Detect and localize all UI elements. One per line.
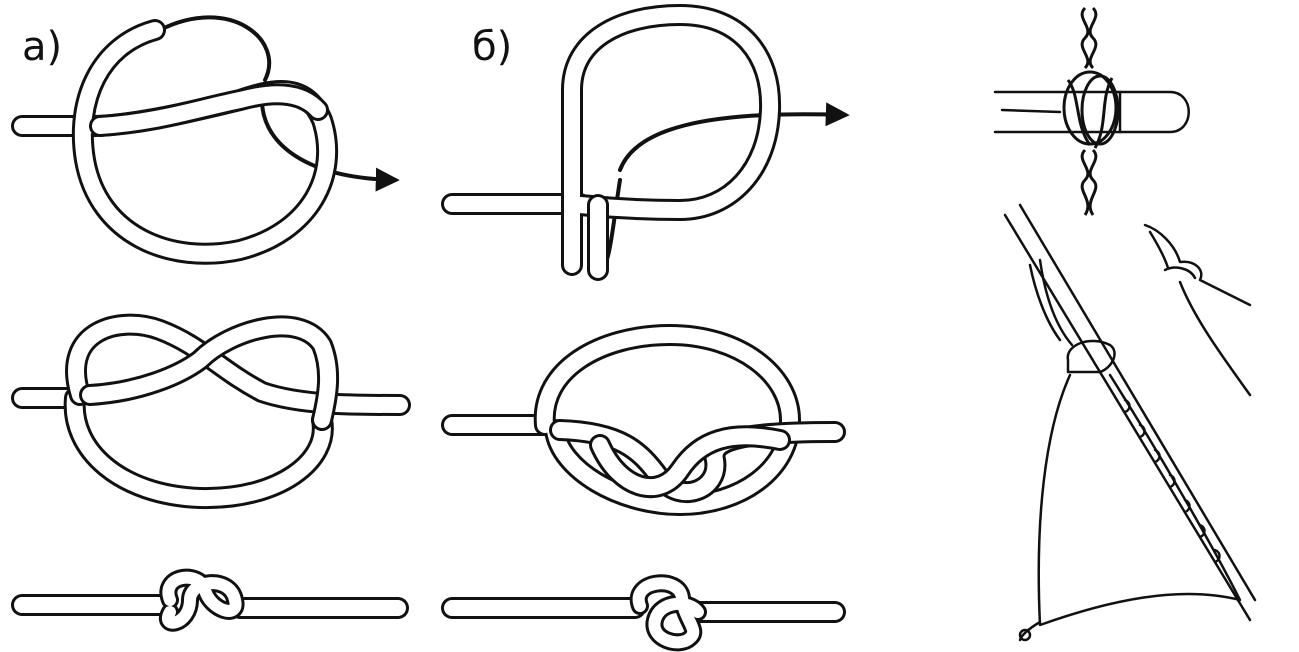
knot-b-step-2: [441, 324, 846, 516]
working-end-arrow-b: [618, 102, 850, 172]
twisted-rope: [1062, 6, 1120, 216]
knot-b-step-1: [441, 4, 850, 281]
knot-a-step-1: [11, 15, 400, 265]
sail-illustration: [1003, 203, 1257, 642]
label-variant-b: б): [472, 24, 512, 70]
working-end-path: [158, 15, 272, 82]
knot-b-step-3: [441, 574, 846, 652]
knot-a-step-3: [11, 568, 409, 632]
spar-with-rope: [993, 6, 1190, 216]
working-end-arrow: [260, 98, 400, 192]
hand-illustration: [1143, 223, 1252, 397]
knot-a-step-2: [11, 313, 411, 510]
label-variant-a: а): [22, 24, 62, 70]
